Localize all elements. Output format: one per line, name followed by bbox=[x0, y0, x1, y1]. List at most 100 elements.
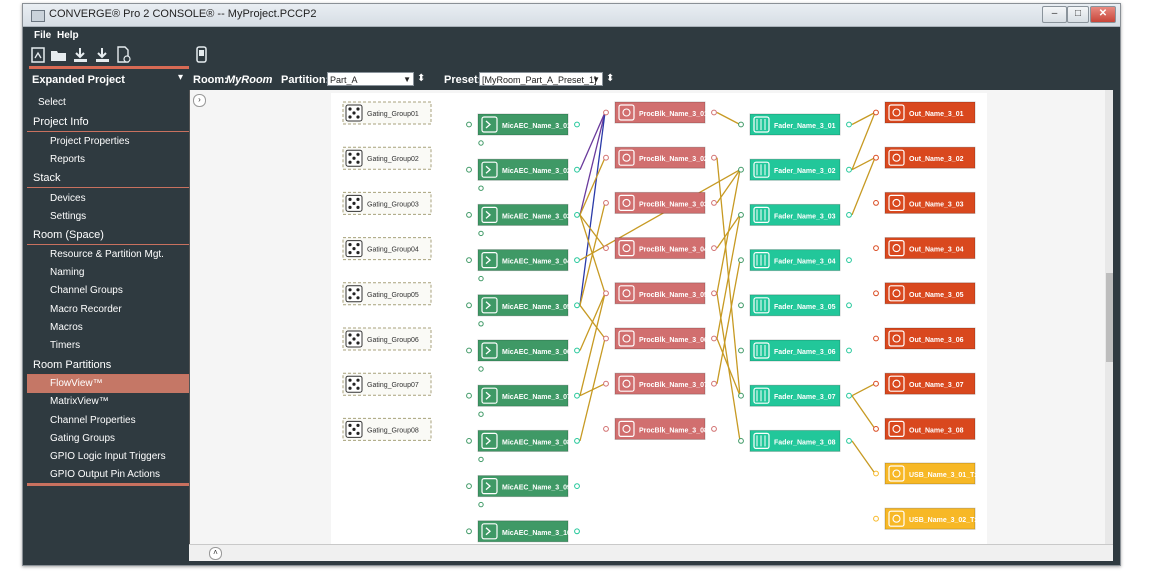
flow-link[interactable] bbox=[851, 440, 876, 474]
input-port[interactable] bbox=[466, 438, 472, 444]
out-node[interactable]: Out_Name_3_01 bbox=[873, 101, 976, 124]
flow-link[interactable] bbox=[716, 169, 741, 294]
output-port[interactable] bbox=[711, 154, 717, 161]
pin-icon[interactable]: ⬍ bbox=[606, 73, 615, 84]
gating-group-node[interactable]: Gating_Group05 bbox=[342, 282, 432, 306]
sidebar-item-gpio-logic-input[interactable]: GPIO Logic Input Triggers bbox=[50, 451, 166, 462]
aux-port[interactable] bbox=[478, 275, 484, 282]
out-node[interactable]: Out_Name_3_03 bbox=[873, 191, 976, 214]
input-port[interactable] bbox=[603, 290, 609, 297]
flow-link[interactable] bbox=[716, 259, 741, 384]
proc-node[interactable]: ProcBlk_Name_3_06 bbox=[603, 327, 717, 350]
input-port[interactable] bbox=[466, 483, 472, 490]
gating-group-node[interactable]: Gating_Group04 bbox=[342, 237, 432, 261]
output-port[interactable] bbox=[711, 290, 717, 297]
output-port[interactable] bbox=[574, 528, 580, 535]
input-port[interactable] bbox=[603, 200, 609, 206]
gating-group-node[interactable]: Gating_Group07 bbox=[342, 372, 432, 396]
flow-link[interactable] bbox=[851, 395, 876, 430]
menu-help[interactable]: Help bbox=[57, 30, 79, 41]
input-port[interactable] bbox=[738, 166, 744, 173]
flow-link[interactable] bbox=[716, 169, 741, 204]
expand-panel-icon[interactable]: › bbox=[193, 94, 206, 107]
flow-link[interactable] bbox=[579, 338, 606, 442]
fader-node[interactable]: Fader_Name_3_03 bbox=[738, 203, 852, 226]
input-port[interactable] bbox=[738, 257, 744, 264]
flow-link[interactable] bbox=[716, 111, 741, 126]
input-port[interactable] bbox=[466, 302, 472, 309]
output-port[interactable] bbox=[846, 438, 852, 444]
sidebar-item-project-properties[interactable]: Project Properties bbox=[50, 136, 130, 147]
aux-port[interactable] bbox=[478, 411, 484, 417]
output-port[interactable] bbox=[574, 212, 580, 218]
sidebar-item-devices[interactable]: Devices bbox=[50, 193, 86, 204]
document-settings-icon[interactable] bbox=[115, 46, 132, 64]
flow-link[interactable] bbox=[579, 157, 606, 216]
flow-link[interactable] bbox=[851, 157, 876, 171]
fader-node[interactable]: Fader_Name_3_01 bbox=[738, 113, 852, 136]
output-port[interactable] bbox=[846, 166, 852, 173]
vertical-scrollbar[interactable] bbox=[1105, 90, 1114, 544]
input-port[interactable] bbox=[603, 245, 609, 252]
gating-group-node[interactable]: Gating_Group02 bbox=[342, 146, 432, 170]
fader-node[interactable]: Fader_Name_3_06 bbox=[738, 339, 852, 362]
device-icon[interactable] bbox=[193, 46, 210, 64]
flow-link[interactable] bbox=[579, 214, 606, 249]
input-port[interactable] bbox=[466, 166, 472, 173]
collapse-panel-icon[interactable]: ˄ bbox=[209, 547, 222, 560]
output-port[interactable] bbox=[574, 438, 580, 444]
fader-node[interactable]: Fader_Name_3_07 bbox=[738, 384, 852, 407]
sidebar-item-timers[interactable]: Timers bbox=[50, 340, 81, 351]
flow-link[interactable] bbox=[716, 214, 741, 339]
input-port[interactable] bbox=[738, 392, 744, 399]
minimize-button[interactable]: – bbox=[1042, 6, 1067, 23]
panel-collapse-icon[interactable]: ▾ bbox=[178, 72, 184, 83]
output-port[interactable] bbox=[846, 347, 852, 354]
mic-node[interactable]: MicAEC_Name_3_10 bbox=[466, 520, 580, 544]
usb-node[interactable]: USB_Name_3_02_Tx bbox=[873, 507, 979, 530]
sidebar-section-room-partitions[interactable]: Room Partitions bbox=[33, 359, 112, 371]
aux-port[interactable] bbox=[478, 140, 484, 146]
out-node[interactable]: Out_Name_3_07 bbox=[873, 372, 976, 395]
aux-port[interactable] bbox=[478, 501, 484, 508]
new-project-icon[interactable] bbox=[30, 46, 47, 64]
output-port[interactable] bbox=[711, 380, 717, 387]
input-port[interactable] bbox=[873, 245, 879, 252]
output-port[interactable] bbox=[574, 121, 580, 128]
mic-node[interactable]: MicAEC_Name_3_07 bbox=[466, 384, 580, 417]
input-port[interactable] bbox=[873, 335, 879, 342]
proc-node[interactable]: ProcBlk_Name_3_02 bbox=[603, 146, 717, 169]
sidebar-item-settings[interactable]: Settings bbox=[50, 211, 87, 222]
input-port[interactable] bbox=[603, 426, 609, 432]
flow-link[interactable] bbox=[851, 383, 876, 397]
output-port[interactable] bbox=[574, 347, 580, 354]
input-port[interactable] bbox=[738, 438, 744, 444]
download-icon[interactable] bbox=[72, 46, 89, 64]
mic-node[interactable]: MicAEC_Name_3_02 bbox=[466, 158, 580, 191]
sidebar-item-select[interactable]: Select bbox=[38, 97, 66, 108]
sidebar-item-channel-properties[interactable]: Channel Properties bbox=[50, 415, 136, 426]
sidebar-item-matrixview[interactable]: MatrixView™ bbox=[50, 396, 109, 407]
input-port[interactable] bbox=[873, 154, 879, 161]
usb-node[interactable]: USB_Name_3_01_Tx bbox=[873, 462, 979, 485]
flow-link[interactable] bbox=[579, 169, 741, 261]
proc-node[interactable]: ProcBlk_Name_3_04 bbox=[603, 237, 717, 260]
flow-link[interactable] bbox=[579, 112, 606, 216]
close-button[interactable]: ✕ bbox=[1090, 6, 1116, 23]
input-port[interactable] bbox=[466, 347, 472, 354]
out-node[interactable]: Out_Name_3_04 bbox=[873, 237, 976, 260]
sidebar-item-gpio-output-pin[interactable]: GPIO Output Pin Actions bbox=[50, 469, 161, 480]
mic-node[interactable]: MicAEC_Name_3_08 bbox=[466, 429, 580, 463]
fader-node[interactable]: Fader_Name_3_08 bbox=[738, 429, 852, 452]
open-folder-icon[interactable] bbox=[50, 46, 67, 64]
input-port[interactable] bbox=[603, 109, 609, 116]
mic-node[interactable]: MicAEC_Name_3_09 bbox=[466, 475, 580, 508]
pin-icon[interactable]: ⬍ bbox=[417, 73, 426, 84]
input-port[interactable] bbox=[738, 347, 744, 354]
flow-link[interactable] bbox=[579, 293, 606, 396]
aux-port[interactable] bbox=[478, 456, 484, 463]
input-port[interactable] bbox=[738, 121, 744, 128]
output-port[interactable] bbox=[711, 335, 717, 342]
mic-node[interactable]: MicAEC_Name_3_03 bbox=[466, 203, 580, 237]
gating-group-node[interactable]: Gating_Group08 bbox=[342, 417, 432, 441]
